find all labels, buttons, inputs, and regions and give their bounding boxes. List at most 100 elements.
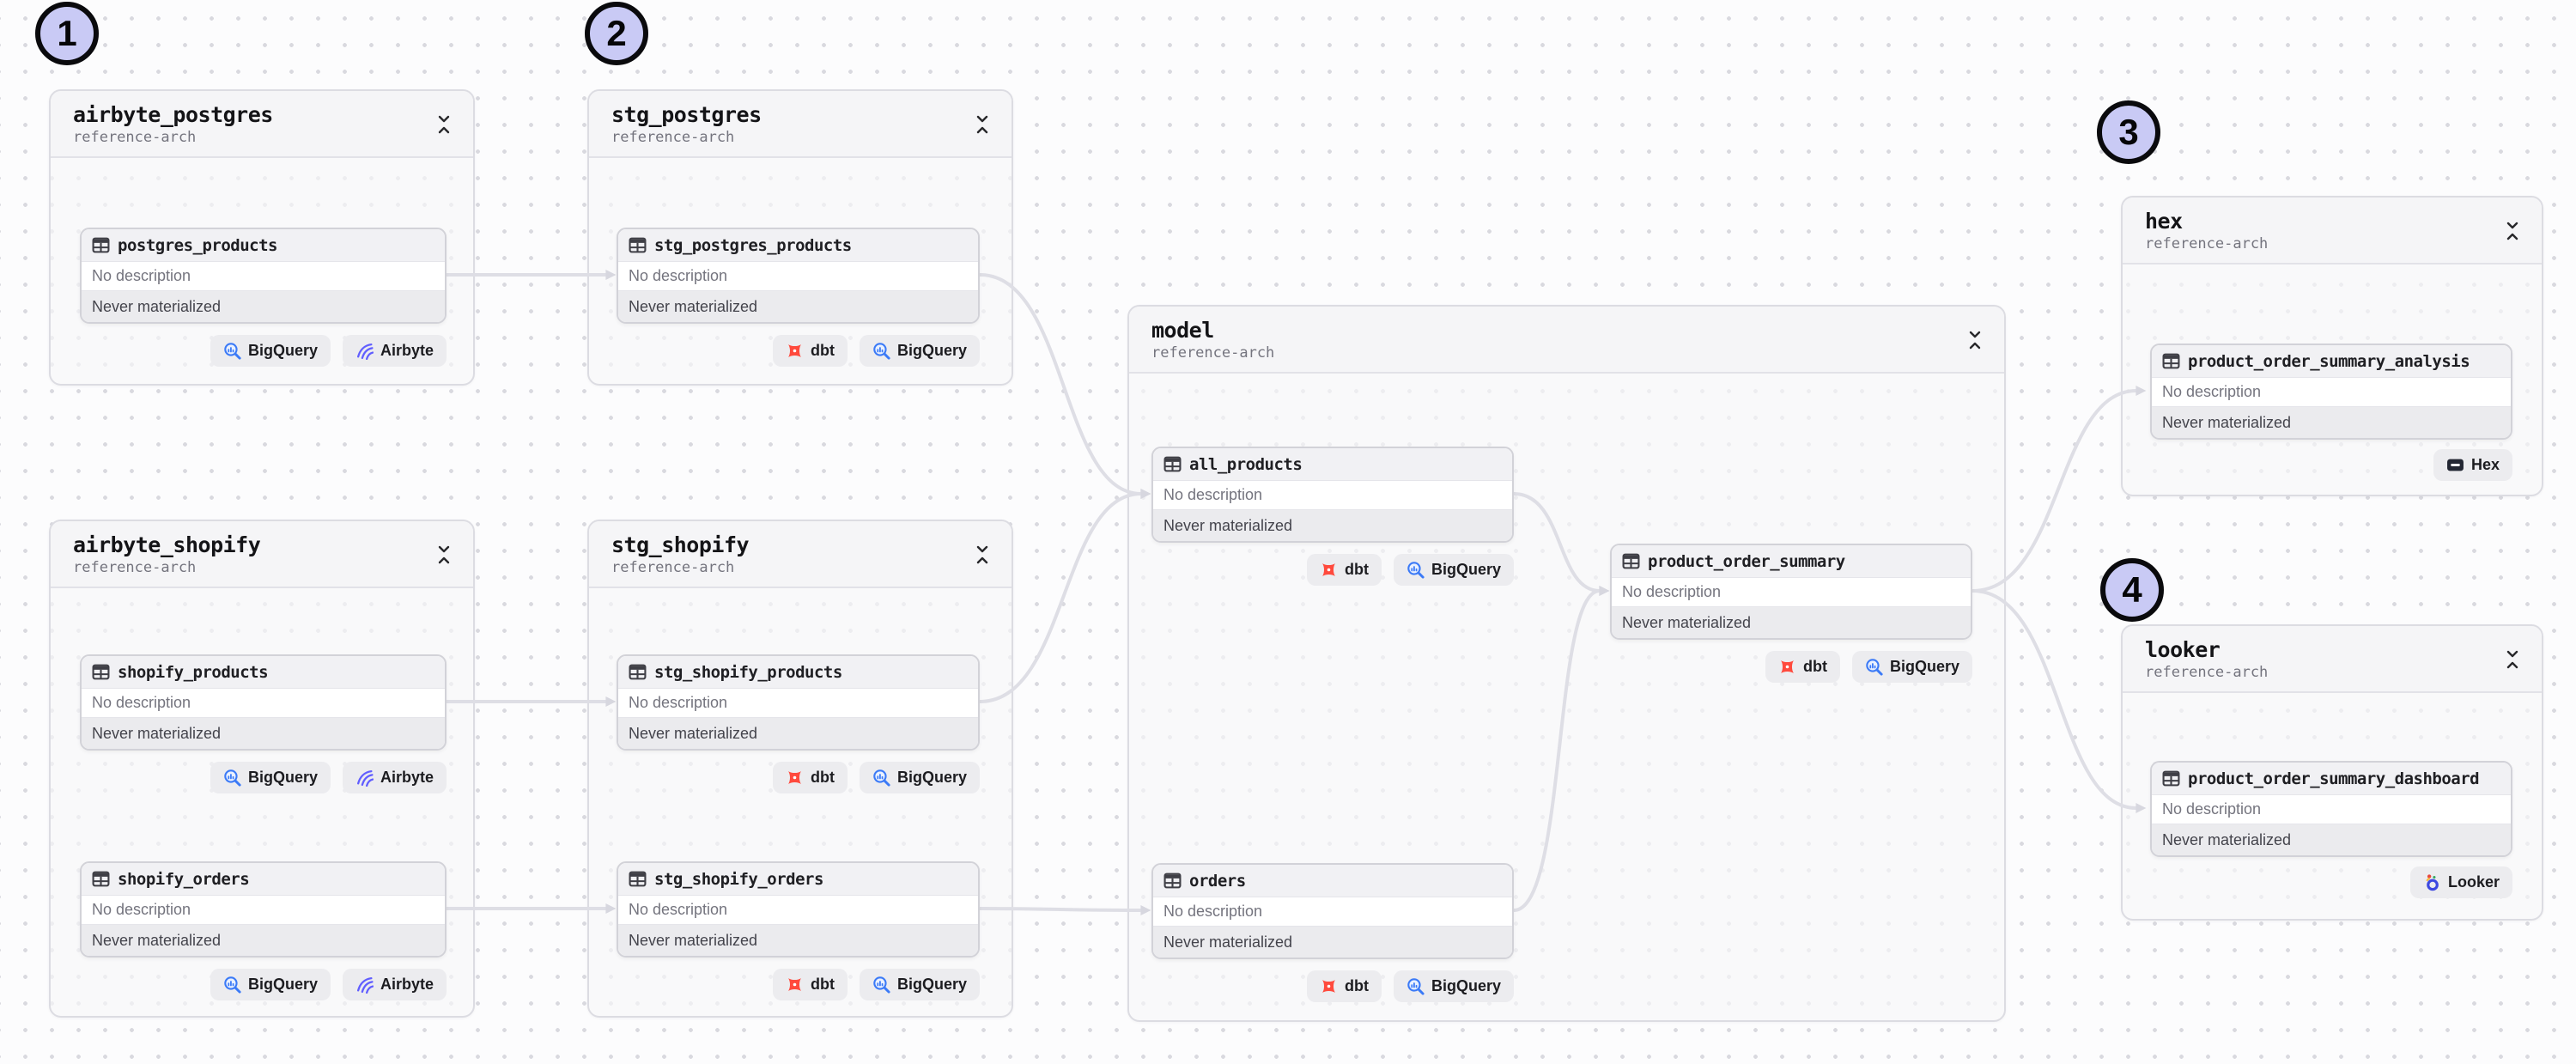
badge-label: BigQuery [1431, 561, 1501, 578]
collapse-icon[interactable] [435, 113, 453, 136]
group-subtitle: reference-arch [611, 559, 735, 576]
badge-label: BigQuery [896, 342, 967, 359]
collapse-icon[interactable] [1966, 329, 1984, 351]
asset-badges: Hex [2433, 449, 2512, 481]
badge-label: Hex [2470, 456, 2500, 473]
asset-card-stg-shopify-products[interactable]: stg_shopify_products No description Neve… [617, 654, 980, 751]
asset-materialization: Never materialized [1612, 607, 1971, 638]
asset-card-stg-shopify-orders[interactable]: stg_shopify_orders No description Never … [617, 861, 980, 958]
group-header-airbyte-shopify[interactable]: airbyte_shopify reference-arch [51, 521, 473, 588]
airbyte-icon [355, 976, 374, 994]
asset-name: shopify_orders [118, 869, 250, 889]
bigquery-icon [223, 342, 241, 360]
group-airbyte-postgres: airbyte_postgres reference-arch postgres… [49, 89, 475, 386]
group-header-model[interactable]: model reference-arch [1129, 307, 2004, 374]
collapse-icon[interactable] [2504, 648, 2521, 671]
asset-badges: dbt BigQuery [772, 762, 980, 793]
asset-badges: dbt BigQuery [1306, 970, 1514, 1002]
collapse-icon[interactable] [435, 544, 453, 566]
airbyte-icon [355, 342, 374, 360]
airbyte-icon [355, 769, 374, 787]
table-icon [629, 663, 647, 681]
asset-card-orders[interactable]: orders No description Never materialized [1151, 863, 1514, 959]
asset-materialization: Never materialized [618, 718, 978, 749]
asset-description: No description [618, 896, 978, 925]
asset-name: stg_postgres_products [654, 235, 852, 255]
asset-badges: dbt BigQuery [1765, 651, 1972, 683]
badge-label: BigQuery [247, 342, 318, 359]
asset-title-row: product_order_summary [1612, 545, 1971, 578]
badge-label: dbt [810, 976, 835, 993]
asset-card-shopify-products[interactable]: shopify_products No description Never ma… [80, 654, 447, 751]
badge-label: Looker [2447, 873, 2500, 891]
group-header-hex[interactable]: hex reference-arch [2123, 198, 2542, 264]
bigquery-icon [872, 769, 890, 787]
asset-description: No description [1153, 481, 1512, 510]
badge-label: Airbyte [380, 342, 434, 359]
asset-name: product_order_summary_dashboard [2188, 769, 2480, 788]
asset-description: No description [2152, 795, 2511, 824]
asset-description: No description [618, 262, 978, 291]
badge-bigquery: BigQuery [210, 335, 331, 367]
group-subtitle: reference-arch [2145, 235, 2269, 252]
badge-airbyte: Airbyte [342, 762, 447, 793]
asset-materialization: Never materialized [82, 718, 445, 749]
asset-card-all-products[interactable]: all_products No description Never materi… [1151, 447, 1514, 543]
badge-label: BigQuery [896, 976, 967, 993]
badge-bigquery: BigQuery [210, 762, 331, 793]
badge-bigquery: BigQuery [859, 762, 980, 793]
group-subtitle: reference-arch [1151, 344, 1275, 362]
group-title: looker [2145, 637, 2221, 662]
badge-label: BigQuery [1431, 977, 1501, 994]
asset-materialization: Never materialized [82, 925, 445, 956]
asset-card-postgres-products[interactable]: postgres_products No description Never m… [80, 228, 447, 324]
asset-materialization: Never materialized [82, 291, 445, 322]
asset-name: stg_shopify_products [654, 662, 842, 682]
asset-title-row: product_order_summary_dashboard [2152, 763, 2511, 795]
group-title: stg_shopify [611, 532, 750, 557]
step-marker-2: 2 [585, 2, 648, 65]
collapse-icon[interactable] [974, 113, 991, 136]
bigquery-icon [223, 976, 241, 994]
badge-label: dbt [810, 769, 835, 786]
asset-card-product-order-summary-dashboard[interactable]: product_order_summary_dashboard No descr… [2150, 761, 2512, 857]
asset-name: postgres_products [118, 235, 277, 255]
asset-description: No description [82, 689, 445, 718]
table-icon [92, 663, 110, 681]
asset-card-product-order-summary[interactable]: product_order_summary No description Nev… [1610, 544, 1972, 640]
asset-description: No description [82, 262, 445, 291]
asset-description: No description [1153, 897, 1512, 927]
dbt-icon [786, 769, 804, 787]
group-header-stg-shopify[interactable]: stg_shopify reference-arch [589, 521, 1012, 588]
group-title: model [1151, 318, 1214, 343]
badge-dbt: dbt [772, 335, 848, 367]
group-title: airbyte_shopify [73, 532, 261, 557]
asset-name: shopify_products [118, 662, 269, 682]
asset-badges: BigQuery Airbyte [210, 969, 447, 1000]
asset-description: No description [618, 689, 978, 718]
badge-dbt: dbt [1306, 970, 1382, 1002]
table-icon [2162, 769, 2180, 787]
asset-name: orders [1189, 871, 1246, 891]
step-marker-4: 4 [2100, 558, 2164, 622]
group-stg-postgres: stg_postgres reference-arch stg_postgres… [587, 89, 1013, 386]
badge-label: dbt [810, 342, 835, 359]
collapse-icon[interactable] [2504, 220, 2521, 242]
badge-airbyte: Airbyte [342, 969, 447, 1000]
asset-materialization: Never materialized [2152, 824, 2511, 855]
group-header-looker[interactable]: looker reference-arch [2123, 626, 2542, 693]
bigquery-icon [872, 342, 890, 360]
group-title: airbyte_postgres [73, 102, 273, 127]
asset-title-row: product_order_summary_analysis [2152, 345, 2511, 378]
asset-badges: dbt BigQuery [772, 335, 980, 367]
group-subtitle: reference-arch [611, 129, 735, 146]
collapse-icon[interactable] [974, 544, 991, 566]
hex-icon [2446, 456, 2464, 474]
table-icon [92, 870, 110, 888]
group-header-stg-postgres[interactable]: stg_postgres reference-arch [589, 91, 1012, 158]
asset-card-product-order-summary-analysis[interactable]: product_order_summary_analysis No descri… [2150, 344, 2512, 440]
group-header-airbyte-postgres[interactable]: airbyte_postgres reference-arch [51, 91, 473, 158]
asset-card-shopify-orders[interactable]: shopify_orders No description Never mate… [80, 861, 447, 958]
asset-card-stg-postgres-products[interactable]: stg_postgres_products No description Nev… [617, 228, 980, 324]
